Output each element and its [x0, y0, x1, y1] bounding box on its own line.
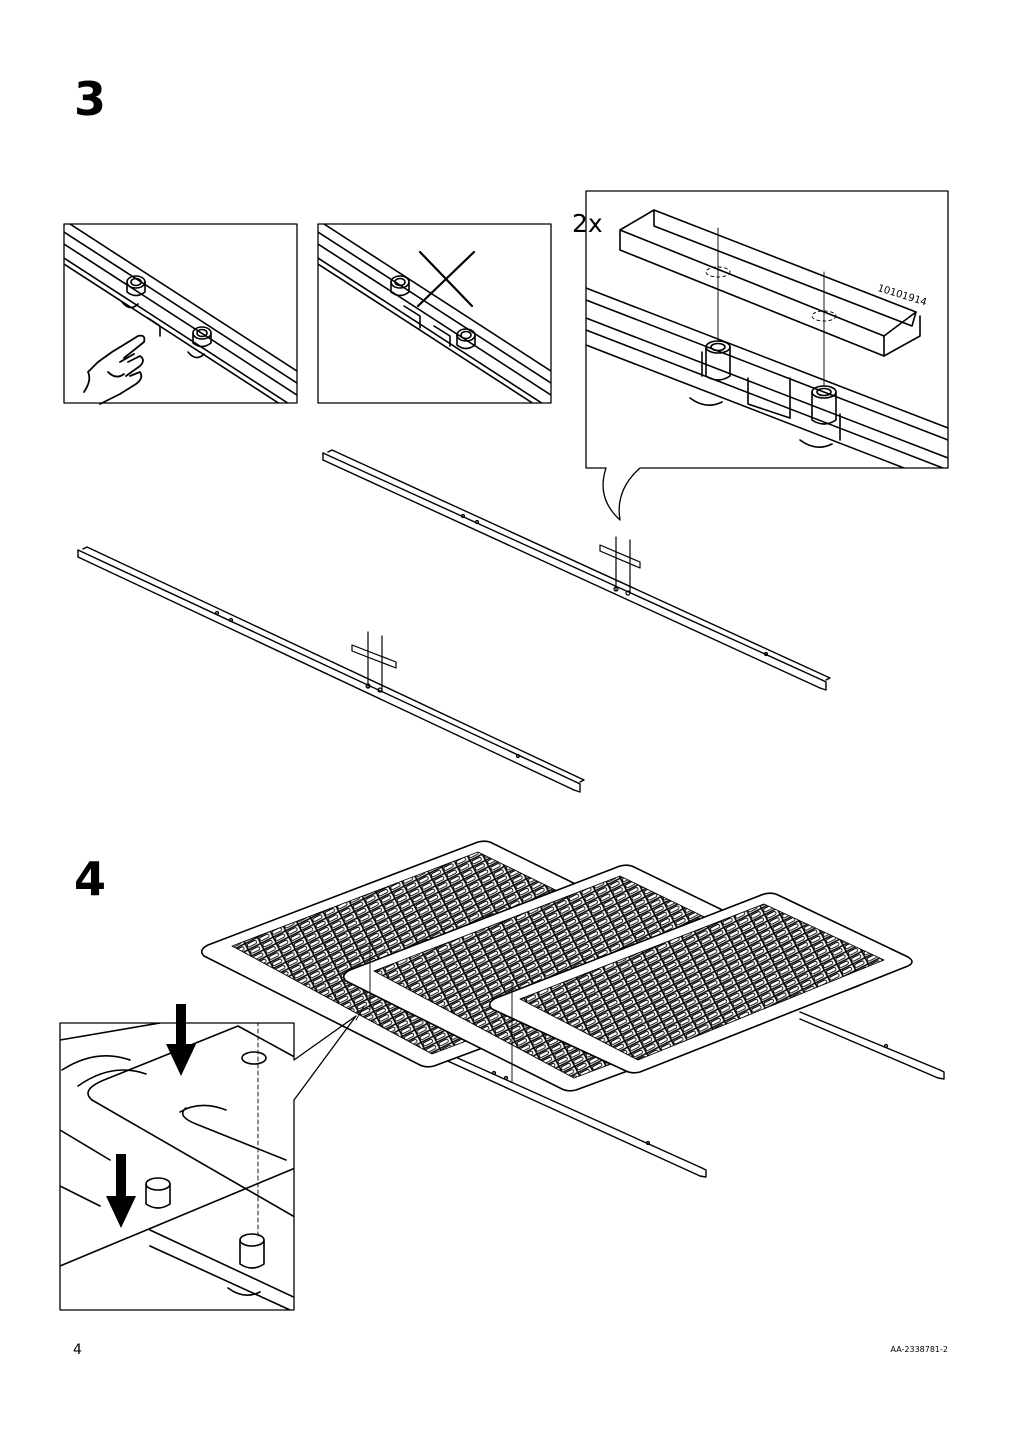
detail-incorrect-box [317, 223, 552, 404]
panel-guide-lines [355, 939, 513, 1083]
rail-upper [322, 449, 831, 691]
detail-correct-box [63, 223, 298, 405]
arrow-down-icon [106, 1004, 196, 1228]
detail-callout-box [585, 190, 949, 521]
connector-lower [351, 631, 397, 693]
cross-out-icon [416, 250, 476, 308]
detail-panel-box [59, 1004, 357, 1311]
floor-panel-3 [488, 892, 913, 1074]
document-code: AA-2338781-2 [890, 1345, 948, 1354]
rail-step4-back [799, 1011, 945, 1080]
rail-lower [77, 546, 585, 793]
connector-upper [599, 536, 641, 596]
step-number: 3 [74, 72, 107, 126]
quantity-label: 2x [572, 209, 603, 238]
page-number: 4 [73, 1342, 82, 1358]
hand-pointing-icon [83, 334, 146, 405]
step-number: 4 [74, 852, 107, 906]
